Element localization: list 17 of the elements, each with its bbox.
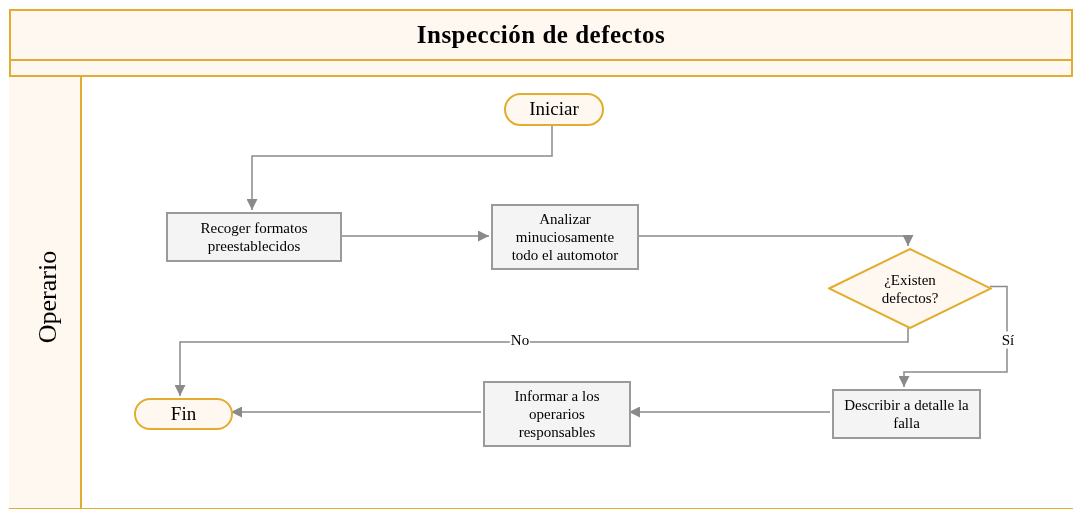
arrow: [174, 326, 909, 397]
arrow: [246, 123, 553, 211]
arrow: [339, 230, 490, 242]
process-box: Informar a los operarios responsables: [483, 381, 631, 447]
terminal-pill: Iniciar: [504, 93, 604, 126]
process-box: Describir a detalle la falla: [832, 389, 981, 439]
process-box: Recoger formatos preestablecidos: [166, 212, 342, 262]
arrow: [230, 406, 482, 418]
pool-label: Inspección de defectos: [416, 21, 666, 49]
edge-label: Sí: [1000, 331, 1016, 349]
terminal-pill: Fin: [134, 398, 233, 430]
arrow: [898, 285, 1008, 388]
lane-label: Operario: [33, 250, 64, 344]
process-box: Analizar minuciosamente todo el automotor: [491, 204, 639, 270]
arrow: [628, 406, 831, 418]
arrow: [636, 235, 914, 247]
decision-diamond: ¿Existen defectos?: [828, 248, 992, 329]
